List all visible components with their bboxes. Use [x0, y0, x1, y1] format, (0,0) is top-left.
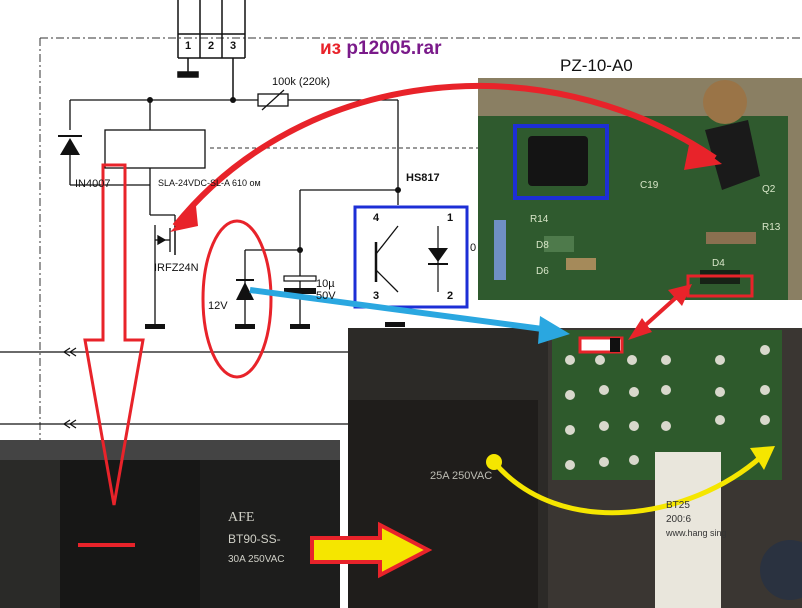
capacitor-label-voltage: 50V [316, 290, 336, 302]
relay-photo-right [348, 328, 802, 608]
mosfet-symbol [155, 225, 176, 255]
pcb-label-d8: D8 [536, 240, 549, 251]
opto-highlight-box [513, 124, 609, 200]
connector-pin-3: 3 [230, 40, 237, 52]
opto-pin-1: 1 [447, 212, 454, 224]
source-prefix: из [320, 38, 342, 59]
relay-label: SLA-24VDC-SL-A 610 ом [158, 178, 261, 188]
right-relay-brand-line-1: BT25 [666, 500, 690, 511]
zener-symbol [236, 279, 254, 300]
line-markers [62, 347, 77, 429]
red-curved-arrow [172, 83, 717, 228]
yellow-curved-arrow [492, 454, 764, 516]
pcb-label-d6: D6 [536, 266, 549, 277]
zener-label: 12V [208, 300, 228, 312]
pcb-label-d4: D4 [712, 258, 725, 269]
resistor-symbol [257, 89, 289, 111]
pcb-label-r13: R13 [762, 222, 781, 233]
yellow-arrowhead [750, 446, 775, 470]
capacitor-symbol [283, 275, 317, 294]
optocoupler-symbol [353, 205, 469, 309]
ground-symbols [145, 322, 405, 329]
diode-symbol [58, 135, 82, 155]
resistor-label: 100k (220k) [272, 76, 331, 88]
right-relay-brand-line-3: www.hang sing [666, 528, 727, 538]
left-relay-model: BT90-SS- [228, 532, 281, 546]
opto-pin-4: 4 [373, 212, 380, 224]
mosfet-label: IRFZ24N [154, 262, 199, 274]
connector-block [177, 0, 246, 100]
right-relay-rating: 25A 250VAC [430, 470, 493, 482]
board-label: PZ-10-A0 [560, 56, 633, 75]
zener-ellipse [201, 219, 273, 379]
connector-pin-1: 1 [185, 40, 192, 52]
yellow-block-arrow [310, 521, 433, 579]
pcb-label-q2: Q2 [762, 184, 776, 195]
pcb-label-c19: C19 [640, 180, 659, 191]
side-mark: 0 [470, 242, 477, 254]
red-down-arrow [83, 163, 145, 506]
left-relay-brand: AFE [228, 510, 255, 525]
capacitor-label-value: 10µ [316, 278, 335, 290]
connector-pin-2: 2 [208, 40, 215, 52]
left-relay-rating: 30A 250VAC [228, 554, 285, 565]
source-title: из p12005.rar [320, 38, 441, 60]
junction-dots [147, 97, 401, 253]
red-arrowhead-left [170, 206, 198, 232]
relay-photo-left [0, 440, 340, 608]
red-double-arrow [628, 284, 692, 340]
cyan-arrow [249, 287, 570, 344]
right-relay-brand-line-2: 200:6 [666, 514, 692, 525]
optocoupler-label: HS817 [406, 172, 440, 184]
diode-label: IN4007 [75, 178, 111, 190]
source-file-name: p12005.rar [346, 38, 442, 59]
pcb-label-r14: R14 [530, 214, 549, 225]
yellow-arrow-start-dot [486, 454, 502, 470]
opto-pin-2: 2 [447, 290, 454, 302]
opto-pin-3: 3 [373, 290, 380, 302]
red-arrowhead-right [684, 140, 722, 170]
